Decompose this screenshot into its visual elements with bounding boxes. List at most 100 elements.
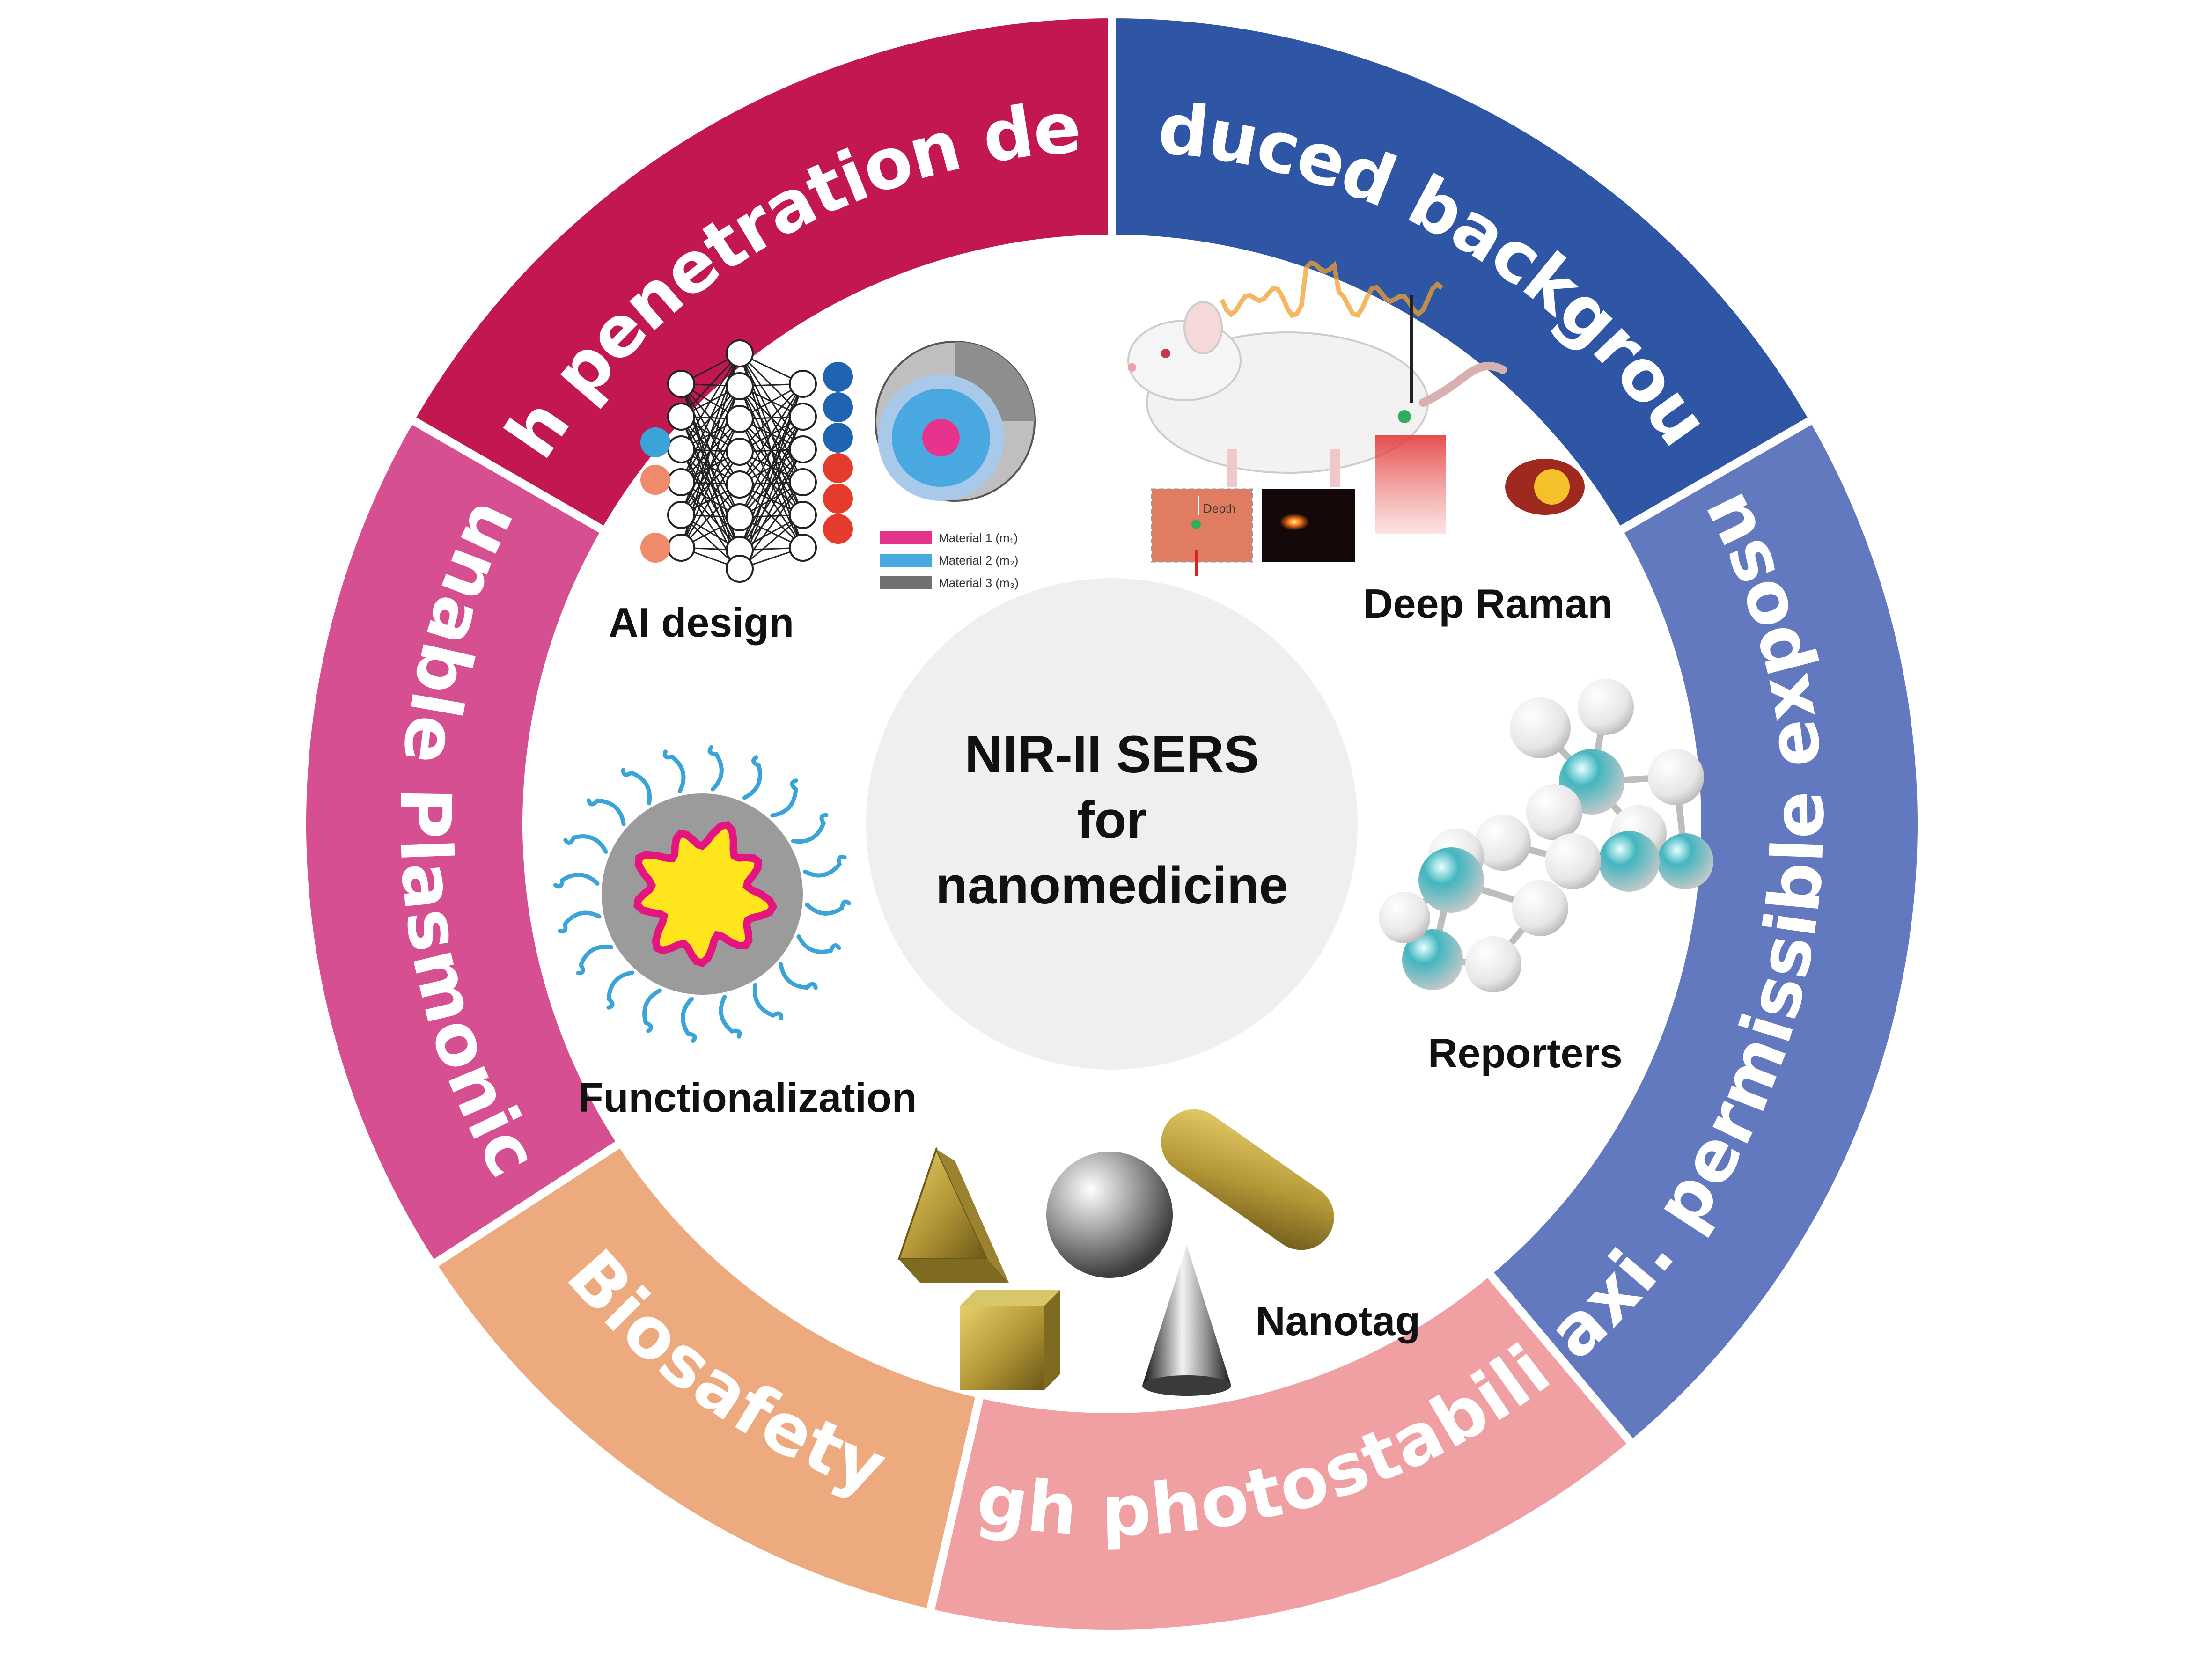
property-ring: [298, 9, 1926, 1638]
nn-hidden-node: [667, 403, 695, 431]
center-disc: [866, 578, 1358, 1070]
center-title-line2: for: [1077, 791, 1146, 849]
label-ai-design: AI design: [609, 599, 794, 646]
cube-icon: [960, 1290, 1060, 1390]
ligand-strand: [681, 997, 697, 1043]
ligand-strand: [779, 962, 818, 990]
nn-hidden-node: [726, 339, 754, 367]
reporter-atom-white: [1648, 749, 1704, 805]
ring-segment-6: [298, 413, 627, 1271]
nn-hidden-node: [726, 405, 754, 433]
label-deep-raman: Deep Raman: [1363, 580, 1613, 627]
reporter-atom-teal: [1657, 833, 1713, 889]
tumor-zoom-icon: [1505, 459, 1585, 515]
label-nanotag: Nanotag: [1256, 1298, 1420, 1344]
ligand-strand: [642, 988, 662, 1033]
triangle-prism-icon: [897, 1146, 1009, 1283]
nanoparticle-core: [633, 821, 778, 967]
center-title-line3: nanomedicine: [935, 856, 1288, 915]
ligand-strand: [770, 778, 798, 818]
ligand-strand: [791, 813, 829, 844]
ligand-strand: [796, 934, 841, 954]
deep-raman-illustration: Depth: [1127, 260, 1585, 576]
reporter-atom-white: [1379, 892, 1430, 943]
nn-hidden-node: [789, 501, 817, 529]
nn-input-node: [640, 465, 670, 495]
nn-hidden-node: [789, 534, 817, 562]
reporter-atom-teal: [1418, 847, 1484, 913]
nn-hidden-node: [667, 468, 695, 496]
cone-icon: [1142, 1245, 1231, 1396]
nn-hidden-node: [789, 468, 817, 496]
ring-segment-3: [1482, 413, 1926, 1450]
raman-spectrum-trace: [1220, 260, 1444, 318]
layered-particle-icon: [875, 341, 1036, 502]
functionalized-nanoparticle-icon: [553, 745, 852, 1043]
reporter-atom-white: [1512, 880, 1568, 936]
ligand-strand: [558, 910, 602, 934]
reporter-atom-teal: [1599, 831, 1660, 892]
neural-network-icon: [640, 339, 853, 583]
ligand-strand: [621, 768, 652, 806]
ligand-strand: [707, 745, 724, 792]
material-2-label: Material 2 (m₂): [939, 553, 1018, 567]
ligand-strand: [805, 899, 852, 916]
ligand-strand: [662, 749, 686, 793]
ligand-strand: [576, 944, 614, 976]
mouse-icon: [1127, 301, 1507, 487]
ligand-strand: [587, 798, 626, 826]
center-title-line1: NIR-II SERS: [965, 725, 1259, 784]
ligand-strand: [803, 854, 847, 878]
ring-segment-2: [1108, 9, 1819, 537]
ligand-strand: [606, 970, 634, 1010]
reporter-atom-white: [1510, 697, 1571, 758]
ligand-strand: [742, 755, 762, 800]
reporter-atom-white: [1545, 833, 1601, 889]
nanotag-shapes: [897, 1109, 1334, 1396]
reporter-atom-white: [1465, 936, 1521, 992]
nn-hidden-node: [667, 501, 695, 529]
nn-output-node: [823, 423, 853, 453]
laser-beam: [1375, 435, 1446, 534]
reporter-molecule-icon: [1379, 679, 1713, 992]
nn-output-node: [823, 392, 853, 422]
ring-segment-4: [925, 1266, 1639, 1638]
rod-icon: [1161, 1109, 1334, 1250]
reporter-atom-white: [1526, 784, 1582, 840]
nn-hidden-node: [789, 370, 817, 398]
ring-segment-label-6: Tunable Plasmonics: [0, 0, 554, 1189]
ring-segment-5: [426, 1137, 985, 1618]
label-functionalization: Functionalization: [578, 1074, 917, 1121]
ligand-strand: [752, 983, 784, 1020]
depth-label: Depth: [1203, 501, 1235, 515]
material-1-label: Material 1 (m₁): [939, 531, 1018, 545]
nn-input-node: [640, 533, 670, 563]
reporter-atom-white: [1475, 815, 1531, 871]
nn-hidden-node: [726, 438, 754, 466]
nn-output-node: [823, 484, 853, 514]
ligand-strand: [553, 873, 600, 889]
nn-output-node: [823, 514, 853, 544]
nn-hidden-node: [667, 435, 695, 463]
tumor-marker: [1398, 410, 1411, 423]
label-reporters: Reporters: [1428, 1030, 1623, 1076]
nn-hidden-node: [726, 503, 754, 531]
nn-output-node: [823, 453, 853, 483]
nn-hidden-node: [667, 370, 695, 398]
material-3-label: Material 3 (m₃): [939, 576, 1019, 590]
sphere-icon: [1046, 1152, 1173, 1278]
reporter-atom-white: [1578, 679, 1634, 735]
nn-input-node: [640, 427, 670, 457]
nn-hidden-node: [789, 403, 817, 431]
nn-hidden-node: [667, 534, 695, 562]
nn-hidden-node: [726, 372, 754, 400]
nn-hidden-node: [726, 470, 754, 499]
ligand-strand: [719, 995, 742, 1039]
nn-hidden-node: [726, 555, 754, 583]
material-legend: Material 1 (m₁) Material 2 (m₂) Material…: [880, 531, 1019, 590]
nn-hidden-node: [789, 435, 817, 463]
depth-phantom-icon: Depth: [1151, 488, 1355, 576]
ligand-strand: [563, 834, 608, 854]
nn-output-node: [823, 362, 853, 392]
